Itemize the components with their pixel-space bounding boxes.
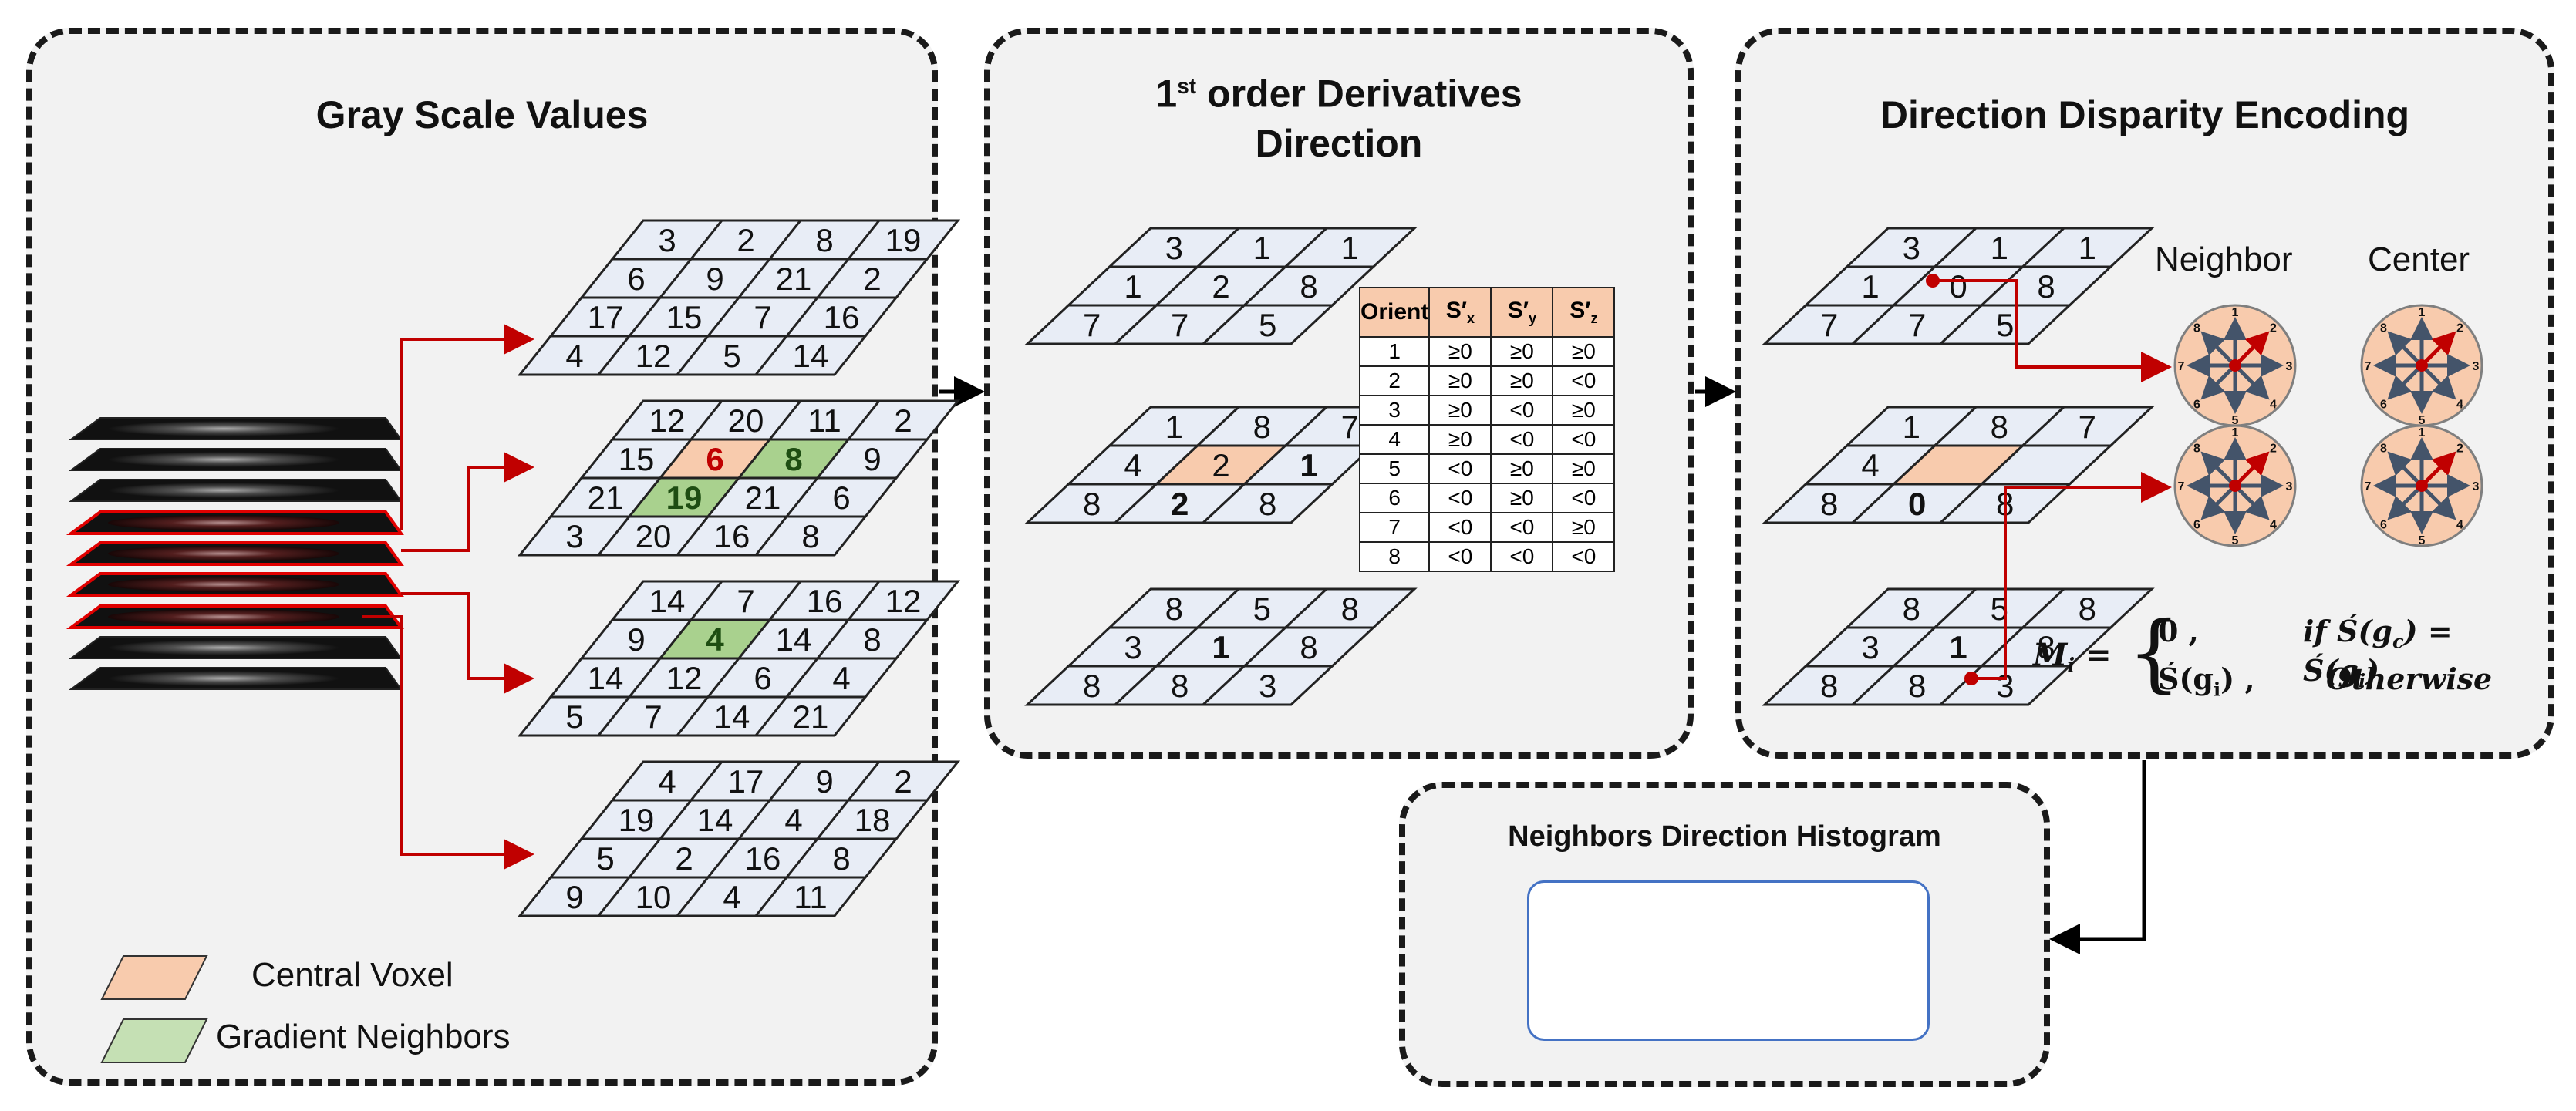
orientation-cell: <0 (1490, 541, 1554, 572)
orientation-cell: <0 (1490, 395, 1554, 426)
derivatives-title-rest: order Derivatives (1196, 72, 1522, 116)
orientation-row: 2≥0≥0<0 (1358, 365, 1616, 396)
orientation-cell: ≥0 (1428, 336, 1492, 367)
derivatives-title-line2: Direction (1255, 121, 1423, 165)
orientation-cell: ≥0 (1428, 424, 1492, 455)
orientation-cell: <0 (1428, 483, 1492, 513)
orientation-cell: <0 (1490, 424, 1554, 455)
orientation-cell: <0 (1552, 424, 1616, 455)
orientation-row: 5<0≥0≥0 (1358, 453, 1616, 484)
disparity-title: Direction Disparity Encoding (1880, 93, 2410, 136)
formula-case2-val: Ś(g (2158, 662, 2214, 696)
orientation-cell: 6 (1358, 483, 1431, 513)
gray-scale-panel: Gray Scale Values (26, 28, 938, 1086)
orientation-cell: <0 (1490, 512, 1554, 543)
formula-case1-val: 0 , (2158, 614, 2199, 648)
orientation-row: 8<0<0<0 (1358, 541, 1616, 572)
orient-header: Orient (1358, 287, 1431, 338)
orientation-cell: <0 (1428, 541, 1492, 572)
orientation-cell: 7 (1358, 512, 1431, 543)
orientation-cell: ≥0 (1490, 336, 1554, 367)
formula-case1-cond: if Ś(g (2303, 614, 2393, 648)
formula-lhs-sub: i (2067, 655, 2075, 678)
gray-scale-title: Gray Scale Values (315, 93, 649, 136)
sx-header: S′x (1428, 287, 1492, 338)
orientation-row: 4≥0<0<0 (1358, 424, 1616, 455)
orientation-cell: 1 (1358, 336, 1431, 367)
formula-eq: = (2085, 637, 2112, 673)
orientation-cell: ≥0 (1428, 365, 1492, 396)
orientation-cell: ≥0 (1552, 512, 1616, 543)
orientation-cell: <0 (1428, 512, 1492, 543)
orientation-cell: <0 (1552, 541, 1616, 572)
orientation-cell: <0 (1552, 483, 1616, 513)
orientation-row: 7<0<0≥0 (1358, 512, 1616, 543)
derivatives-title-num: 1 (1155, 72, 1178, 116)
orientation-cell: <0 (1552, 365, 1616, 396)
orientation-cell: ≥0 (1490, 365, 1554, 396)
formula-lhs: M (2033, 637, 2068, 673)
orientation-cell: 8 (1358, 541, 1431, 572)
formula-case2-cond: Otherwise (2326, 662, 2493, 696)
formula-brace: { (2127, 603, 2181, 702)
orientation-cell: ≥0 (1490, 483, 1554, 513)
orientation-cell: 4 (1358, 424, 1431, 455)
orientation-cell: <0 (1428, 453, 1492, 484)
histogram-frame (1527, 880, 1930, 1041)
orientation-cell: 2 (1358, 365, 1431, 396)
orientation-cell: ≥0 (1428, 395, 1492, 426)
histogram-title: Neighbors Direction Histogram (1508, 820, 1941, 853)
orientation-cell: ≥0 (1552, 395, 1616, 426)
sy-header: S′y (1490, 287, 1554, 338)
derivatives-title: 1st order Derivatives Direction (990, 62, 1688, 168)
center-label: Center (2368, 241, 2470, 278)
orientation-cell: ≥0 (1552, 453, 1616, 484)
sz-header: S′z (1552, 287, 1616, 338)
arrow-disp-to-hist (2049, 760, 2146, 954)
neighbor-label: Neighbor (2155, 241, 2293, 278)
orientation-cell: 3 (1358, 395, 1431, 426)
orientation-row: 1≥0≥0≥0 (1358, 336, 1616, 367)
legend-central-label: Central Voxel (251, 956, 453, 994)
orientation-table-header: Orient S′x S′y S′z (1358, 287, 1616, 338)
legend-gradient-label: Gradient Neighbors (216, 1018, 511, 1055)
orientation-cell: ≥0 (1552, 336, 1616, 367)
orientation-cell: ≥0 (1490, 453, 1554, 484)
orientation-cell: 5 (1358, 453, 1431, 484)
orientation-row: 6<0≥0<0 (1358, 483, 1616, 513)
encoding-formula: Mi = { 0 , if Ś(gc) = Ś(gi) Ś(gi) , Othe… (2033, 603, 2493, 702)
derivatives-title-sup: st (1177, 74, 1197, 98)
orientation-row: 3≥0<0≥0 (1358, 395, 1616, 426)
